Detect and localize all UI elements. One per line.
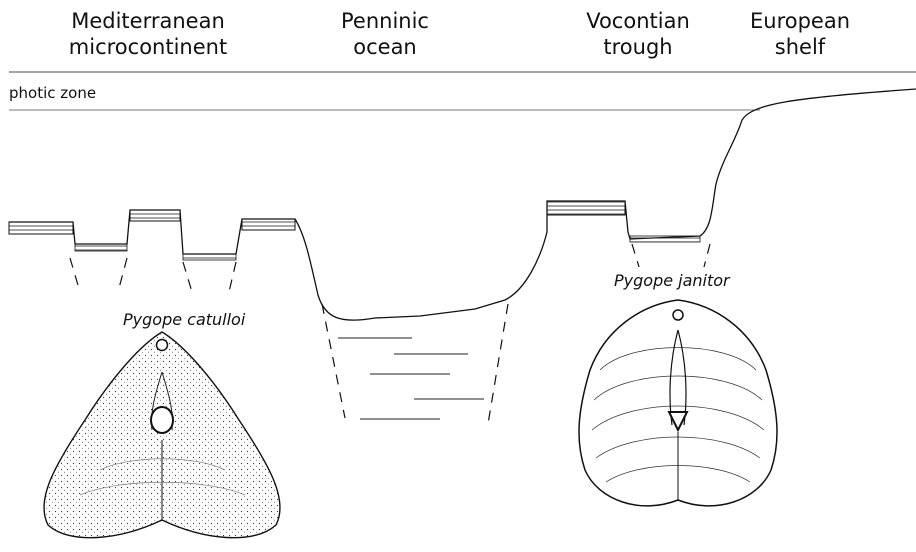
species-label-right: Pygope janitor xyxy=(614,271,730,290)
basin-fill xyxy=(75,244,127,251)
sediment-cap xyxy=(242,219,295,230)
deep-sea-strata xyxy=(338,338,484,419)
species-label-left: Pygope catulloi xyxy=(123,310,245,329)
pygope-janitor-illustration xyxy=(579,300,777,506)
sediment-cap xyxy=(547,201,625,215)
basin-fill xyxy=(630,236,700,242)
basin-fill xyxy=(183,254,236,260)
sediment-cap xyxy=(130,210,180,221)
pygope-catulloi-illustration xyxy=(44,332,280,538)
seafloor-profile xyxy=(9,89,916,320)
sediment-cap xyxy=(9,222,73,234)
